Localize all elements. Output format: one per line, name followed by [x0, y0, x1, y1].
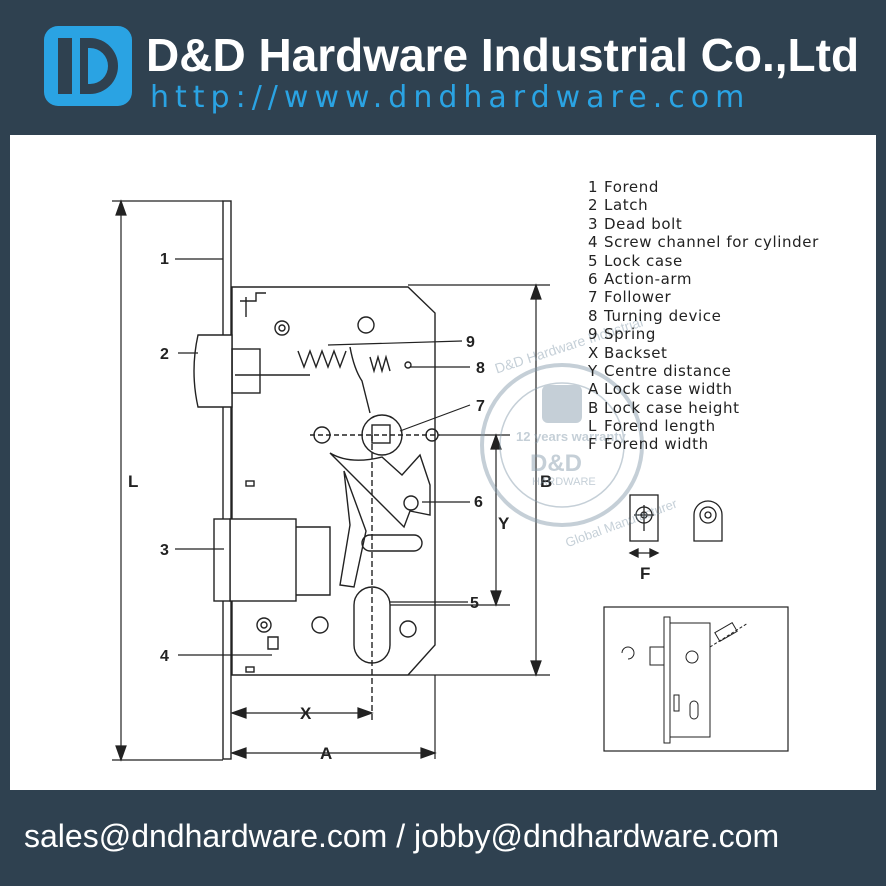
mortise-lock-diagram: 1 2 3 4 5 6 7 8 9 L B Y X A F: [112, 199, 789, 763]
dd-logo-icon: [44, 26, 132, 106]
footer-bar: [0, 792, 886, 886]
forend-detail-icon: [628, 494, 723, 559]
callout-6: 6: [474, 494, 483, 511]
dim-F-label: F: [640, 564, 650, 583]
company-name: D&D Hardware Industrial Co.,Ltd: [146, 29, 860, 81]
diagram-panel: 1 2 3 4 5 6 7 8 9 L B Y X A F: [10, 135, 876, 790]
dim-X-label: X: [300, 704, 312, 723]
watermark-warranty: 12 years warranty: [516, 429, 627, 444]
dim-L-label: L: [128, 472, 138, 491]
callout-5: 5: [470, 595, 479, 612]
dim-B-label: B: [540, 472, 552, 491]
dim-Y-label: Y: [498, 514, 510, 533]
callout-9: 9: [466, 334, 475, 351]
contact-emails[interactable]: sales@dndhardware.com / jobby@dndhardwar…: [24, 818, 780, 854]
watermark-mark-sub: HARDWARE: [532, 476, 596, 488]
installation-inset: [603, 606, 789, 752]
website-url[interactable]: http://www.dndhardware.com: [150, 80, 751, 115]
watermark-mark: D&D: [530, 450, 582, 477]
callout-1: 1: [160, 251, 169, 268]
callout-2: 2: [160, 346, 169, 363]
callout-7: 7: [476, 398, 485, 415]
callout-3: 3: [160, 542, 169, 559]
header-bar: D&D Hardware Industrial Co.,Ltd http://w…: [0, 0, 886, 132]
dim-A-label: A: [320, 744, 332, 763]
callout-8: 8: [476, 360, 485, 377]
callout-4: 4: [160, 648, 169, 665]
